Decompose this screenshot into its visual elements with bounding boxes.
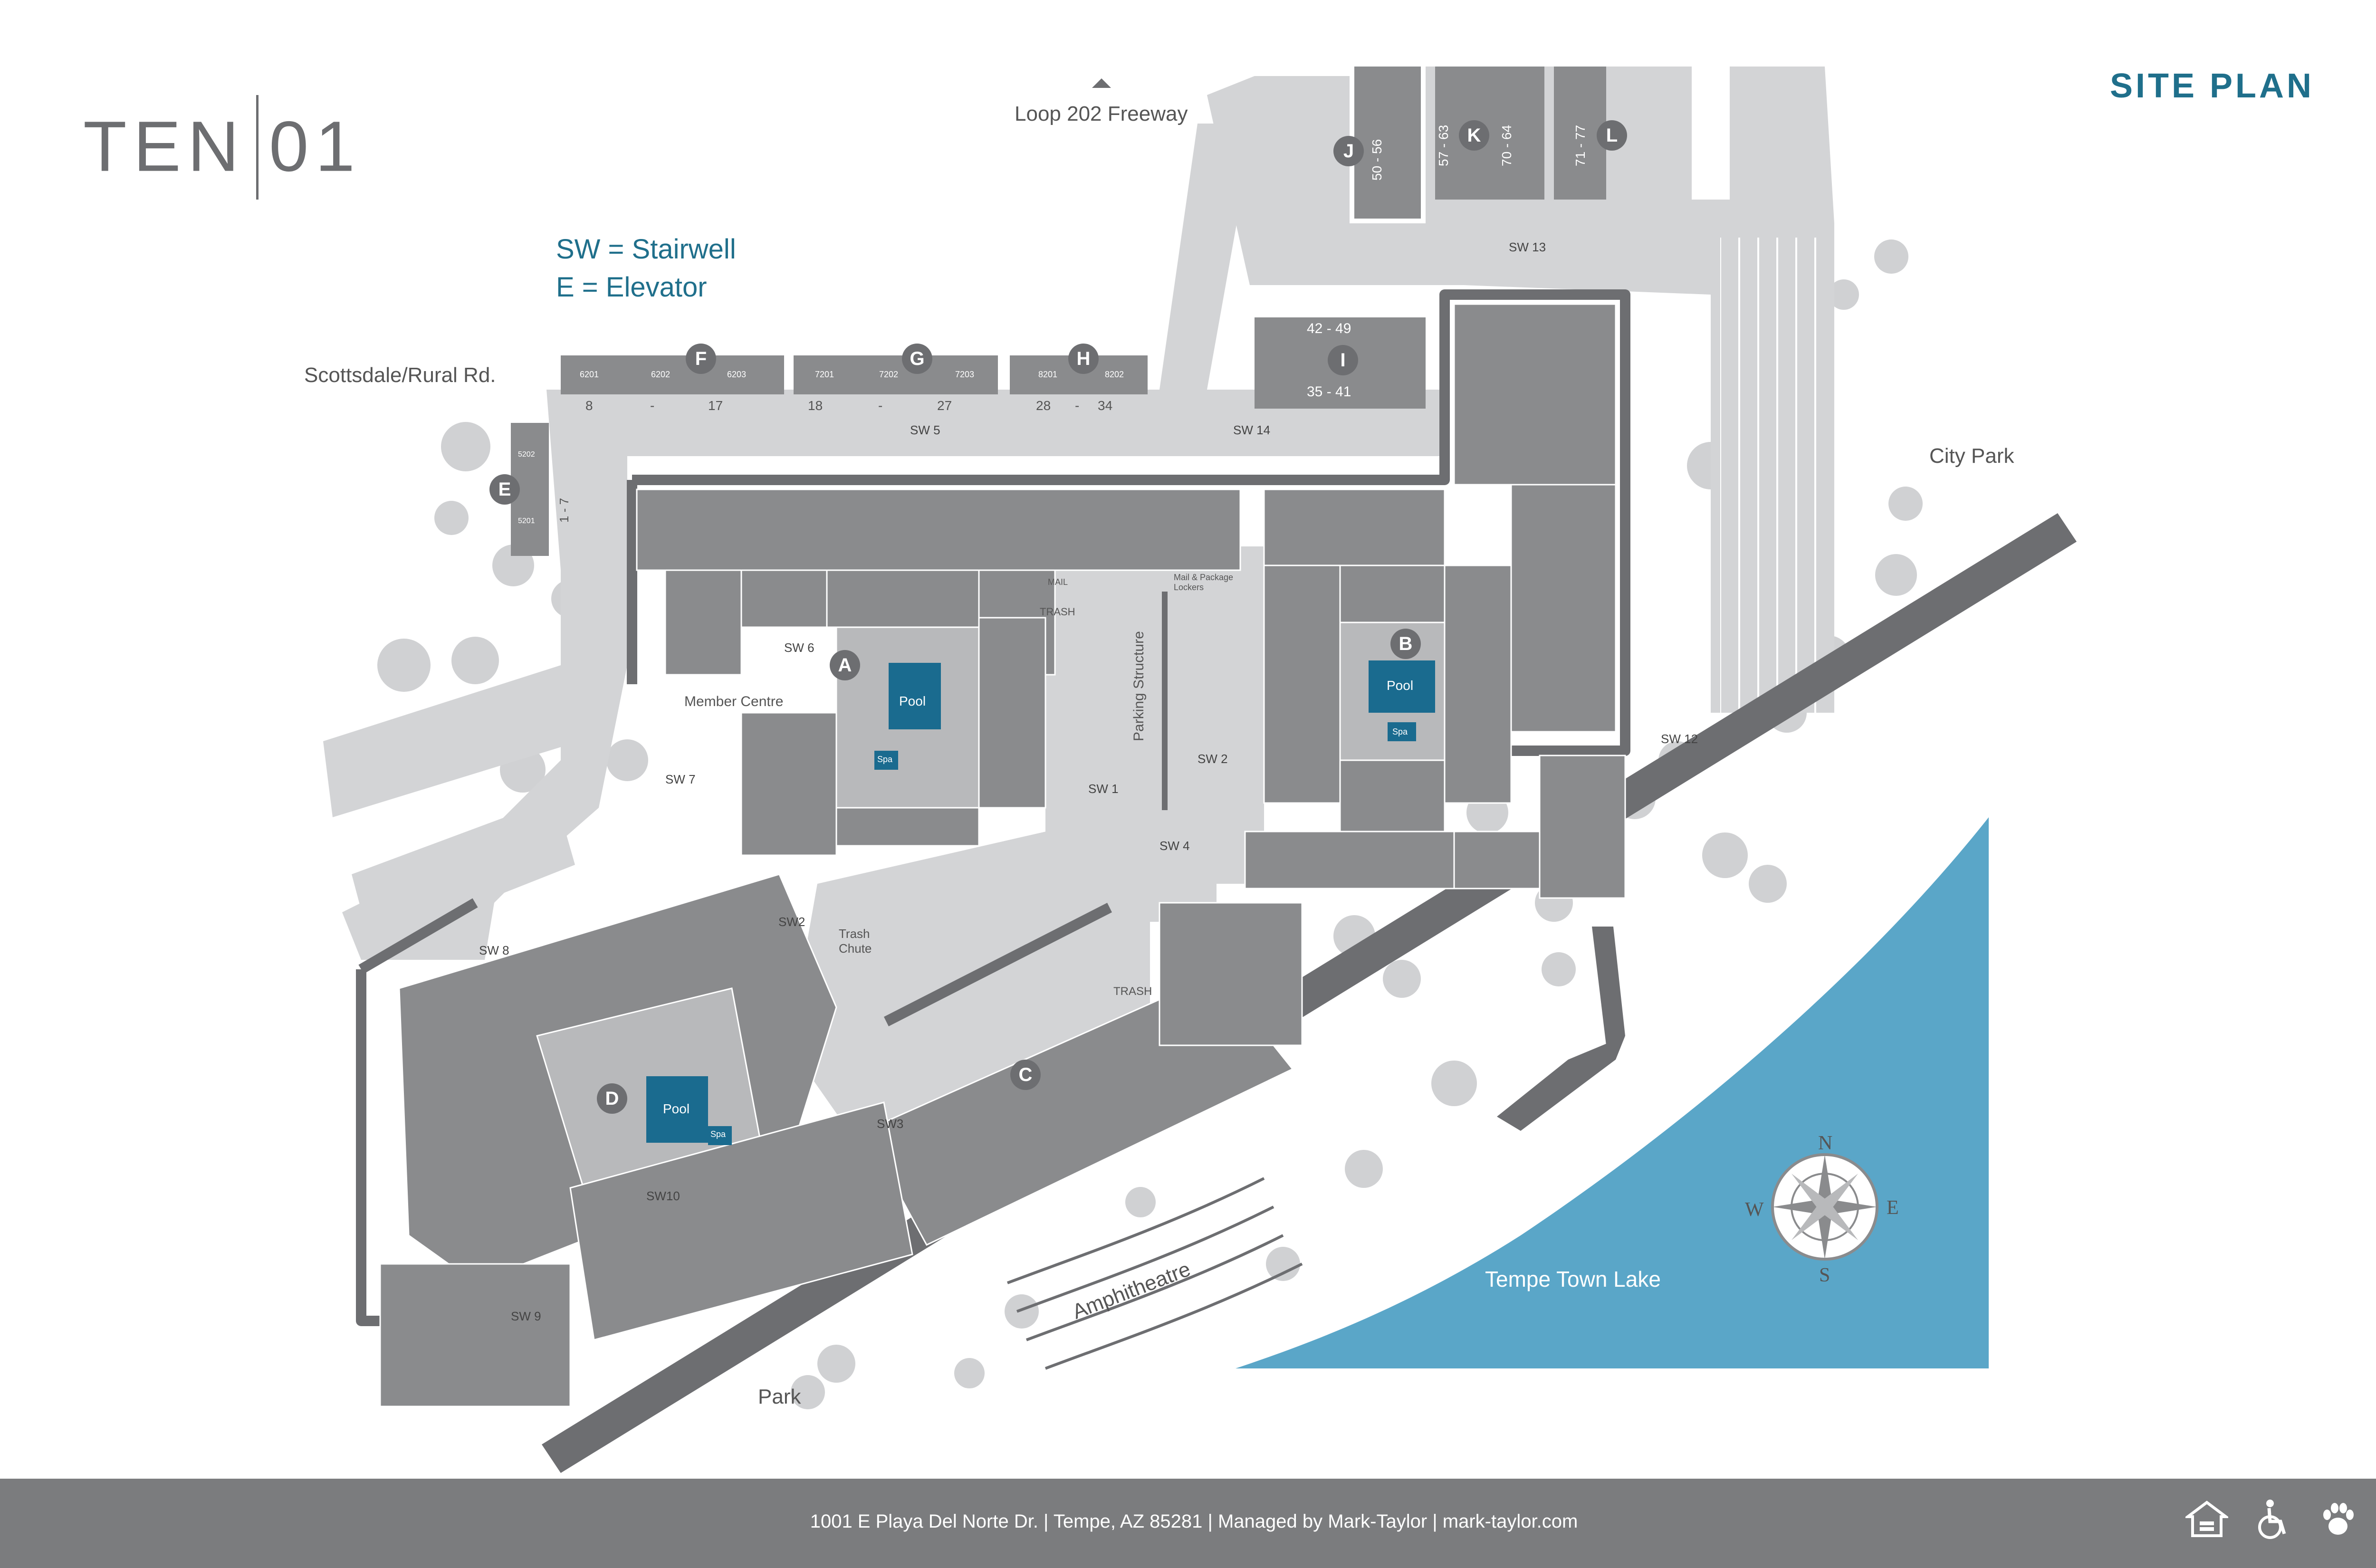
building-marker-d: D — [597, 1083, 627, 1114]
label-pool-b: Pool — [1387, 678, 1414, 693]
building-marker-g: G — [902, 344, 932, 374]
garage-7203: 7203 — [955, 370, 975, 379]
building-marker-l: L — [1597, 120, 1627, 151]
building-marker-a: A — [830, 650, 860, 680]
accessibility-icon — [2251, 1498, 2294, 1549]
label-mail: MAIL — [1048, 577, 1068, 587]
north-arrow-marker — [1092, 78, 1111, 88]
row-label-e: 1 - 7 — [557, 497, 571, 523]
building-marker-k: K — [1459, 120, 1489, 151]
row-label-17: 17 — [708, 398, 723, 413]
garage-6203: 6203 — [727, 370, 747, 379]
label-member-centre: Member Centre — [684, 694, 784, 709]
label-park: Park — [758, 1385, 801, 1408]
garage-8202: 8202 — [1105, 370, 1124, 379]
stairwell-sw5: SW 5 — [910, 423, 940, 437]
stairwell-sw6: SW 6 — [784, 641, 814, 655]
footer-icons — [2184, 1498, 2359, 1549]
building-blocks — [379, 303, 1626, 1407]
footer-bar — [0, 1479, 2376, 1568]
label-trash-chute: Trash Chute — [839, 927, 872, 956]
label-city-park: City Park — [1929, 444, 2014, 468]
pools — [646, 660, 1435, 1145]
building-marker-e: E — [489, 474, 520, 505]
garage-6201: 6201 — [580, 370, 599, 379]
garage-7201: 7201 — [815, 370, 834, 379]
stairwell-sw2: SW 2 — [1198, 752, 1228, 766]
row-label-28: 28 — [1036, 398, 1051, 413]
row-label-dash-2: - — [878, 398, 883, 413]
garage-l-range: 71 - 77 — [1573, 124, 1588, 166]
compass-s: S — [1819, 1264, 1830, 1286]
garage-8201: 8201 — [1038, 370, 1058, 379]
garage-j-range: 50 - 56 — [1370, 139, 1384, 181]
equal-housing-icon — [2184, 1498, 2230, 1549]
stairwell-sw7: SW 7 — [665, 772, 696, 786]
label-pool-d: Pool — [663, 1101, 690, 1116]
logo-left: TEN — [83, 106, 246, 186]
label-spa-b: Spa — [1392, 727, 1408, 736]
stairwell-sw8: SW 8 — [479, 943, 509, 957]
label-spa-d: Spa — [710, 1129, 726, 1139]
ten01-logo: TEN 01 — [83, 95, 362, 204]
garage-5201: 5201 — [518, 517, 535, 525]
stairwell-sw9: SW 9 — [511, 1309, 541, 1323]
label-trash-1: TRASH — [1040, 606, 1075, 618]
logo-divider — [256, 95, 259, 200]
pet-paw-icon — [2317, 1498, 2359, 1549]
stairwell-sw4: SW 4 — [1159, 839, 1190, 853]
page-title: SITE PLAN — [2110, 67, 2315, 105]
garage-5202: 5202 — [518, 450, 535, 459]
label-spa-a: Spa — [877, 755, 893, 764]
stairwell-sw13: SW 13 — [1509, 240, 1546, 254]
label-trash-2: TRASH — [1113, 985, 1152, 998]
building-marker-h: H — [1068, 344, 1099, 374]
trees — [377, 239, 1923, 1409]
row-label-34: 34 — [1098, 398, 1113, 413]
compass-rose — [1771, 1153, 1878, 1261]
park-paths — [1006, 1177, 1303, 1370]
building-marker-i: I — [1328, 345, 1358, 375]
row-label-18: 18 — [808, 398, 823, 413]
garages-top — [511, 67, 1606, 556]
label-parking-structure: Parking Structure — [1131, 631, 1147, 741]
building-marker-j: J — [1333, 136, 1364, 166]
stairwell-sw12: SW 12 — [1661, 732, 1698, 746]
legend-stairwell: SW = Stairwell — [556, 234, 736, 265]
legend-elevator: E = Elevator — [556, 272, 707, 303]
row-label-8: 8 — [585, 398, 593, 413]
building-marker-c: C — [1010, 1060, 1041, 1090]
label-pool-a: Pool — [899, 694, 926, 708]
row-label-dash-3: - — [1075, 398, 1080, 413]
stairwell-sw1: SW 1 — [1088, 782, 1119, 796]
stairwell-sw2: SW2 — [778, 915, 805, 929]
logo-right: 01 — [269, 106, 362, 186]
row-label-27: 27 — [937, 398, 952, 413]
label-tempe-town-lake: Tempe Town Lake — [1485, 1267, 1661, 1291]
garage-6202: 6202 — [651, 370, 671, 379]
label-scottsdale: Scottsdale/Rural Rd. — [304, 363, 496, 387]
garage-k-right-range: 70 - 64 — [1499, 124, 1514, 166]
garage-i-top: 42 - 49 — [1307, 321, 1351, 336]
legend: SW = Stairwell E = Elevator — [556, 230, 736, 306]
compass-e: E — [1887, 1197, 1899, 1219]
garage-k-left-range: 57 - 63 — [1436, 124, 1451, 166]
garage-7202: 7202 — [879, 370, 899, 379]
compass-w: W — [1745, 1199, 1764, 1221]
compass-n: N — [1818, 1132, 1833, 1154]
building-marker-f: F — [686, 344, 716, 374]
building-marker-b: B — [1390, 629, 1421, 659]
label-mail-package: Mail & Package Lockers — [1174, 573, 1234, 592]
row-label-dash-1: - — [650, 398, 655, 413]
garage-i-bottom: 35 - 41 — [1307, 384, 1351, 400]
stairwell-sw14: SW 14 — [1233, 423, 1271, 437]
stairwell-sw10: SW10 — [646, 1189, 680, 1203]
label-freeway: Loop 202 Freeway — [1015, 102, 1188, 125]
footer-address: 1001 E Playa Del Norte Dr. | Tempe, AZ 8… — [810, 1511, 1578, 1532]
stairwell-sw3: SW3 — [877, 1117, 904, 1131]
